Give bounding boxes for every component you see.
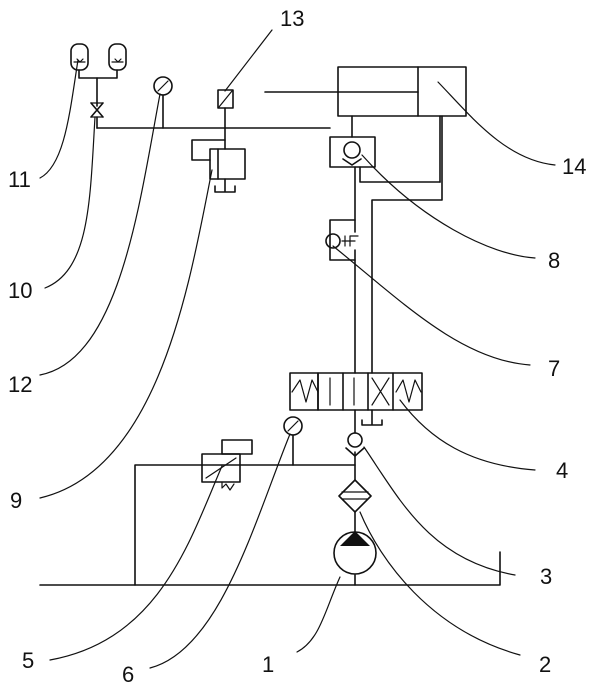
component-labels: 1 2 3 4 5 6 7 8 9 10 11 12 13 14 bbox=[8, 6, 586, 687]
label-10: 10 bbox=[8, 278, 32, 303]
label-11: 11 bbox=[8, 167, 31, 192]
check-valve-8 bbox=[329, 136, 376, 168]
label-8: 8 bbox=[548, 248, 560, 273]
label-7: 7 bbox=[548, 356, 560, 381]
pump bbox=[333, 531, 377, 575]
reducing-valve bbox=[191, 127, 246, 193]
label-12: 12 bbox=[8, 372, 32, 397]
label-5: 5 bbox=[22, 648, 34, 673]
filter bbox=[338, 479, 372, 513]
label-9: 9 bbox=[10, 488, 22, 513]
label-2: 2 bbox=[539, 652, 551, 677]
label-1: 1 bbox=[262, 652, 274, 677]
pressure-switch bbox=[217, 89, 234, 129]
label-13: 13 bbox=[280, 6, 304, 31]
label-14: 14 bbox=[562, 154, 586, 179]
tank bbox=[39, 464, 501, 586]
pressure-gauge-pump bbox=[283, 416, 303, 466]
accumulators bbox=[70, 43, 127, 107]
return-line bbox=[359, 115, 443, 374]
check-valve-pump bbox=[345, 432, 365, 457]
pressure-gauge-top bbox=[153, 76, 173, 129]
label-3: 3 bbox=[540, 564, 552, 589]
label-4: 4 bbox=[556, 458, 568, 483]
leader-lines bbox=[39, 29, 556, 669]
directional-valve bbox=[289, 372, 423, 426]
label-6: 6 bbox=[122, 662, 134, 687]
hydraulic-cylinder bbox=[264, 66, 467, 138]
check-valve-7 bbox=[325, 219, 359, 261]
stop-valve bbox=[90, 102, 104, 129]
